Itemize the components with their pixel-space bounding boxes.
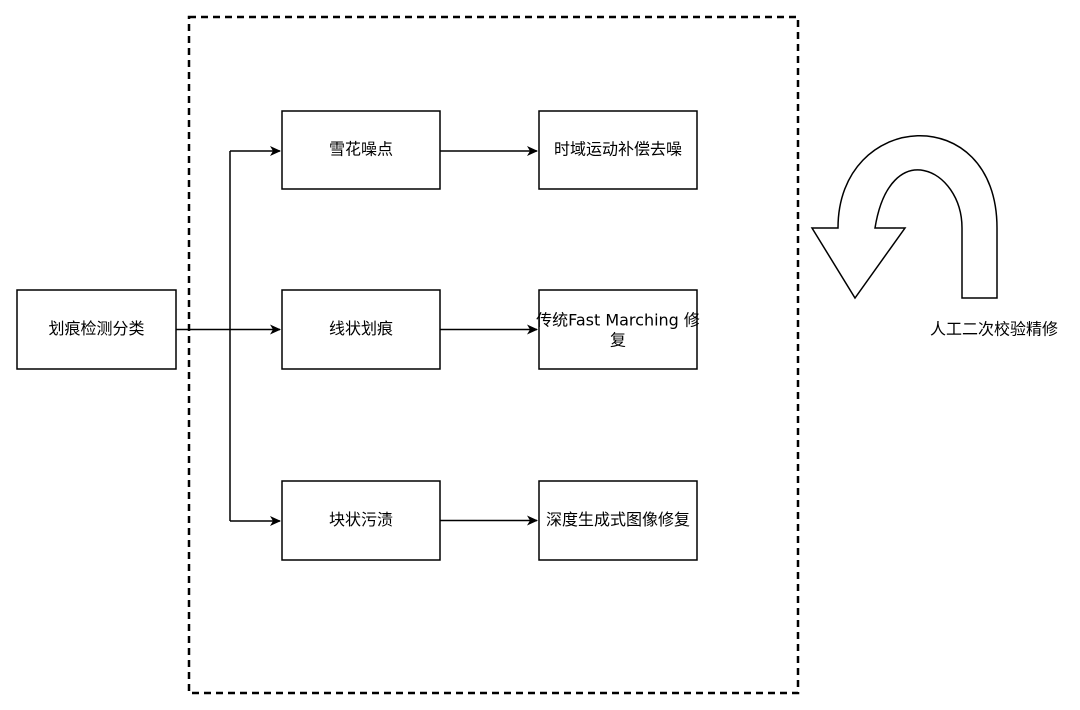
refinement-loop-arrow-icon [810,135,998,300]
source-node[interactable]: 划痕检测分类 [16,289,177,370]
category-node-label: 块状污渍 [329,510,393,529]
method-node-generative-inpainting[interactable]: 深度生成式图像修复 [538,480,698,561]
category-node-snow-noise[interactable]: 雪花噪点 [281,110,441,190]
source-node-label: 划痕检测分类 [48,319,144,338]
method-node-label: 时域运动补偿去噪 [554,140,682,159]
method-node-fast-marching[interactable]: 传统Fast Marching 修 复 [536,289,700,370]
method-node-label: 深度生成式图像修复 [546,510,690,529]
category-node-label: 雪花噪点 [329,140,393,159]
category-node-label: 线状划痕 [329,319,393,338]
process-container [187,15,800,695]
method-node-label-line-1: 传统Fast Marching 修 [536,311,700,330]
method-node-temporal-denoise[interactable]: 时域运动补偿去噪 [538,110,698,190]
method-node-label-line-2: 复 [610,331,626,350]
category-node-blotch-stain[interactable]: 块状污渍 [281,480,441,561]
refinement-loop-label: 人工二次校验精修 [930,320,1058,339]
category-node-line-scratch[interactable]: 线状划痕 [281,289,441,370]
